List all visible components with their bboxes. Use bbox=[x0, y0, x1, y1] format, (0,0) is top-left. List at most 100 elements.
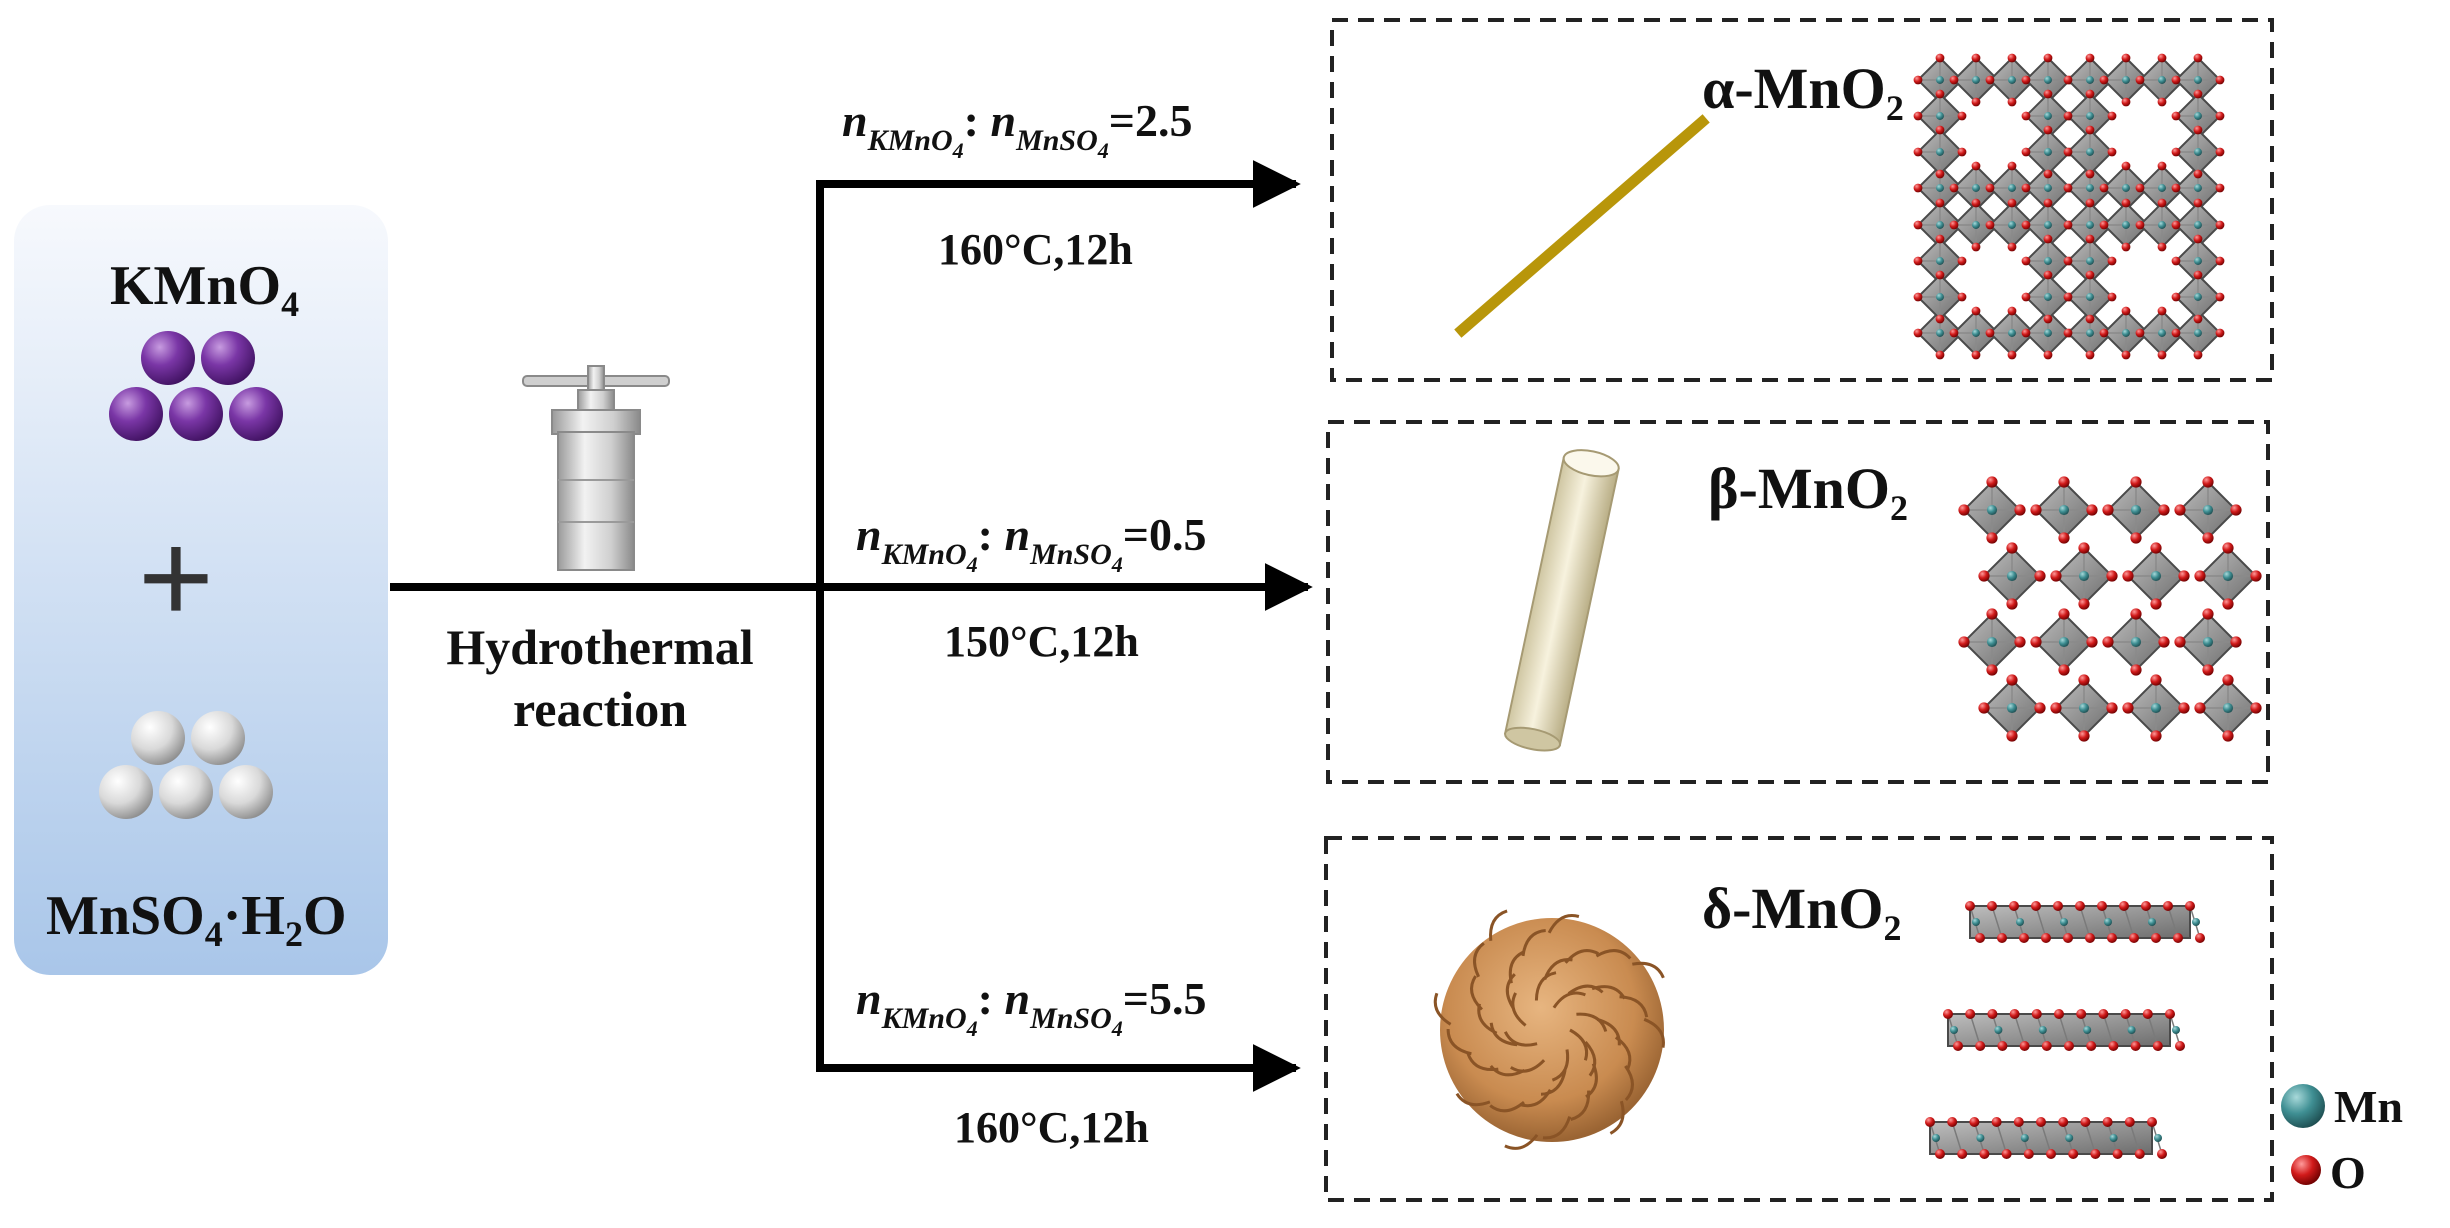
kmno4-sphere bbox=[201, 331, 255, 385]
product-boxes bbox=[1324, 18, 2274, 1202]
flower-petal bbox=[1489, 909, 1508, 941]
flower-petal bbox=[1534, 971, 1557, 1001]
flower-petal bbox=[1489, 1101, 1525, 1113]
mno2-layer bbox=[1943, 1009, 2185, 1051]
mn-legend-label: Mn bbox=[2334, 1081, 2403, 1132]
condition-label-beta: 150°C,12h bbox=[944, 617, 1139, 666]
mn-atom-legend-icon bbox=[2281, 1084, 2325, 1128]
alpha-crystal-structure bbox=[1913, 53, 2225, 360]
flower-petal bbox=[1504, 1133, 1539, 1150]
flower-petal bbox=[1446, 1028, 1472, 1056]
plus-sign: + bbox=[138, 504, 214, 650]
mno6-octahedron bbox=[1913, 234, 1967, 288]
flower-petal bbox=[1584, 1041, 1597, 1077]
mno6-octahedron bbox=[2122, 542, 2190, 610]
mno6-octahedron bbox=[1958, 476, 2026, 544]
flower-petal bbox=[1547, 914, 1580, 934]
flower-petal bbox=[1624, 1065, 1634, 1102]
ratio-label-delta: nKMnO4: nMnSO4=5.5 bbox=[856, 973, 1207, 1041]
flower-petal bbox=[1470, 975, 1483, 1011]
mno6-octahedron bbox=[2135, 306, 2189, 360]
mnso4-sphere bbox=[159, 765, 213, 819]
ratio-label-alpha: nKMnO4: nMnSO4=2.5 bbox=[842, 95, 1193, 163]
mno6-octahedron bbox=[2194, 542, 2262, 610]
mnso4-sphere bbox=[191, 711, 245, 765]
flower-petal bbox=[1614, 1036, 1632, 1070]
flower-petal bbox=[1632, 961, 1665, 979]
mno6-octahedron bbox=[2021, 198, 2075, 252]
mno6-octahedron bbox=[2063, 270, 2117, 324]
kmno4-sphere-cluster bbox=[109, 331, 283, 441]
flower-petal bbox=[1540, 1069, 1567, 1096]
flower-petal bbox=[1595, 949, 1632, 960]
flower-petal bbox=[1564, 949, 1600, 964]
flow-lines bbox=[390, 160, 1313, 1092]
mno6-octahedron bbox=[1949, 306, 2003, 360]
beta-crystal-structure bbox=[1958, 476, 2262, 742]
mno6-octahedron bbox=[1913, 270, 1967, 324]
process-label-line2: reaction bbox=[512, 681, 688, 737]
delta-nanoflower-shape bbox=[1433, 909, 1665, 1150]
mno6-octahedron bbox=[2135, 53, 2189, 107]
condition-label-delta: 160°C,12h bbox=[954, 1103, 1149, 1152]
mno6-octahedron bbox=[2063, 234, 2117, 288]
flower-petal bbox=[1609, 1100, 1625, 1135]
flower-petal bbox=[1567, 984, 1604, 995]
mno2-layer bbox=[1925, 1117, 2167, 1159]
mno6-octahedron bbox=[2030, 476, 2098, 544]
process-label-line1: Hydrothermal bbox=[446, 619, 754, 675]
mno6-octahedron bbox=[2171, 234, 2225, 288]
mno6-octahedron bbox=[2030, 608, 2098, 676]
mno6-octahedron bbox=[2174, 476, 2242, 544]
alpha-nanorod-shape bbox=[1454, 114, 1710, 338]
mno6-octahedron bbox=[2122, 674, 2190, 742]
flower-petal bbox=[1510, 1059, 1546, 1073]
kmno4-sphere bbox=[169, 387, 223, 441]
delta-crystal-structure bbox=[1925, 901, 2205, 1159]
mno6-octahedron bbox=[1978, 674, 2046, 742]
flower-petal bbox=[1619, 995, 1649, 1018]
mno6-octahedron bbox=[2099, 53, 2153, 107]
flower-petal bbox=[1505, 973, 1516, 1009]
mnso4-sphere-cluster bbox=[99, 711, 273, 819]
kmno4-sphere bbox=[141, 331, 195, 385]
kmno4-sphere bbox=[229, 387, 283, 441]
mno6-octahedron bbox=[2171, 270, 2225, 324]
beta-phase-label: β-MnO2 bbox=[1708, 456, 1908, 528]
process-label: Hydrothermal reaction bbox=[410, 622, 790, 734]
mnso4-label: MnSO4·H2O bbox=[46, 885, 347, 954]
mno6-octahedron bbox=[2063, 125, 2117, 179]
mnso4-sphere bbox=[131, 711, 185, 765]
flower-petal bbox=[1576, 1012, 1608, 1032]
flower-petal bbox=[1570, 1090, 1591, 1121]
flower-petal bbox=[1552, 991, 1586, 1009]
mno6-octahedron bbox=[2050, 674, 2118, 742]
flower-petal bbox=[1508, 950, 1525, 984]
beta-nanorod-shape bbox=[1503, 449, 1620, 752]
flower-petal bbox=[1643, 1017, 1665, 1048]
mnso4-sphere bbox=[219, 765, 273, 819]
ratio-label-beta: nKMnO4: nMnSO4=0.5 bbox=[856, 509, 1207, 577]
condition-label-alpha: 160°C,12h bbox=[938, 225, 1133, 274]
mno6-octahedron bbox=[1958, 608, 2026, 676]
mno6-octahedron bbox=[1978, 542, 2046, 610]
flower-petal bbox=[1551, 1049, 1570, 1082]
flower-petal bbox=[1511, 992, 1527, 1027]
mnso4-sphere bbox=[99, 765, 153, 819]
mno6-octahedron bbox=[2174, 608, 2242, 676]
flower-petal bbox=[1455, 1092, 1491, 1107]
alpha-phase-label: α-MnO2 bbox=[1702, 56, 1904, 128]
flower-petal bbox=[1503, 1031, 1538, 1047]
flower-petal bbox=[1489, 1022, 1518, 1047]
mno6-octahedron bbox=[2171, 125, 2225, 179]
mno6-octahedron bbox=[2171, 89, 2225, 143]
mno6-octahedron bbox=[1913, 125, 1967, 179]
flower-petal bbox=[1569, 1028, 1589, 1061]
flower-petal bbox=[1473, 942, 1485, 978]
flower-petal bbox=[1466, 1053, 1499, 1072]
autoclave-icon bbox=[522, 365, 670, 571]
mno2-layer bbox=[1965, 901, 2205, 943]
mno6-octahedron bbox=[2050, 542, 2118, 610]
